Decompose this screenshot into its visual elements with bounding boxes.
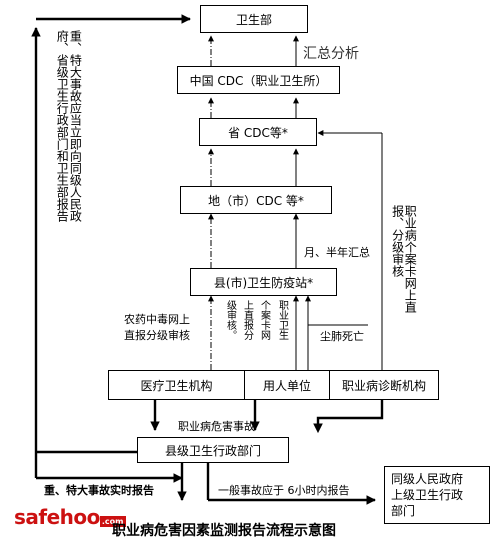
label-hazard-accident: 职业病危害事故 (178, 420, 255, 433)
diagram-caption: 职业病危害因素监测报告流程示意图 (112, 523, 336, 539)
logo-suffix: .com (99, 516, 126, 527)
node-china-cdc: 中国 CDC（职业卫生所） (177, 66, 340, 94)
node-medical-org: 医疗卫生机构 (108, 370, 245, 400)
node-county-station: 县(市)卫生防疫站* (190, 268, 337, 296)
label-mid-vertical-4: 职业卫生 (276, 300, 288, 340)
label-mid-vertical-1: 级审核。 (224, 300, 236, 340)
node-gov-unit: 同级人民政府 上级卫生行政 部门 (384, 466, 490, 524)
node-employer: 用人单位 (244, 370, 330, 400)
node-diagnosis-org: 职业病诊断机构 (329, 370, 439, 400)
label-right-vertical: 职业病个案卡网上直报、分级审核 (390, 205, 418, 313)
label-mid-vertical-2: 上直报分 (241, 300, 253, 340)
label-summary: 汇总分析 (303, 46, 359, 62)
label-left-vertical: 重、特大事故应当立即向同级人民政府、省级卫生行政部门和卫生部报告 (55, 30, 83, 222)
label-general-accident-report: 一般事故应于 6小时内报告 (218, 484, 350, 497)
logo-text: safehoo (14, 505, 100, 529)
node-city-cdc: 地（市）CDC 等* (180, 186, 332, 214)
label-mid-vertical-3: 个案卡网 (258, 300, 270, 340)
label-monthly-summary: 月、半年汇总 (304, 246, 370, 259)
node-province-cdc: 省 CDC等* (199, 118, 317, 146)
node-health-ministry: 卫生部 (200, 5, 308, 33)
node-county-admin: 县级卫生行政部门 (137, 437, 289, 463)
label-major-accident-report: 重、特大事故实时报告 (44, 484, 154, 497)
label-pesticide-report: 农药中毒网上 直报分级审核 (124, 313, 190, 342)
label-pneumoconiosis-death: 尘肺死亡 (320, 330, 364, 343)
safehoo-logo: safehoo.com (14, 505, 126, 529)
